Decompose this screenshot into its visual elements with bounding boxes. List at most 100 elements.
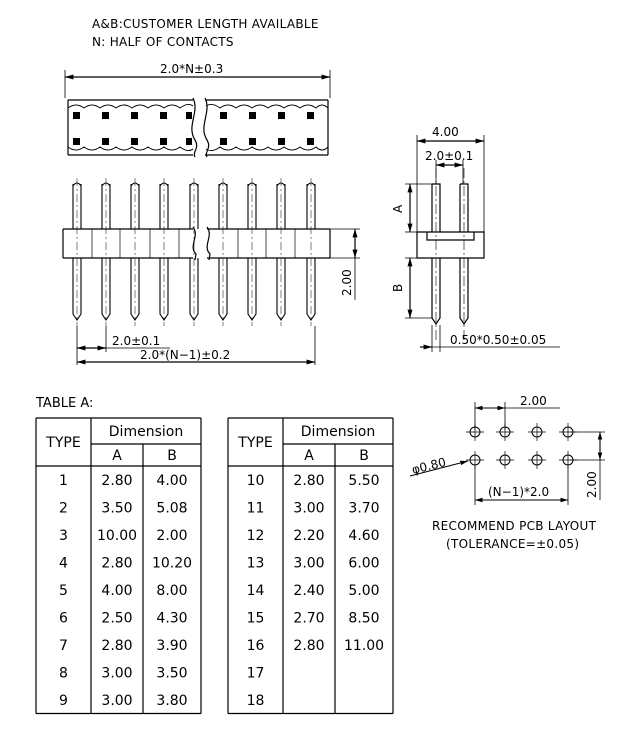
table-header-a: A (304, 448, 314, 464)
table-cell-type: 9 (59, 693, 68, 709)
table-cell-b: 6.00 (348, 555, 379, 571)
pcb-hole-diameter: φ0.80 (410, 455, 447, 477)
table-cell-type: 13 (247, 555, 265, 571)
pcb-layout-tolerance: (TOLERANCE=±0.05) (446, 537, 579, 551)
pcb-hole-crosshair (528, 451, 546, 469)
table-cell-b: 8.50 (348, 610, 379, 626)
pin-lower (101, 258, 111, 321)
table-cell-a: 2.40 (293, 583, 324, 599)
table-cell-type: 18 (247, 693, 265, 709)
pin-size-dimension: 0.50*0.50±0.05 (450, 333, 546, 347)
table-cell-a: 10.00 (97, 528, 137, 544)
table-cell-a: 2.80 (101, 638, 132, 654)
table-cell-type: 12 (247, 528, 265, 544)
pin-lower (247, 258, 257, 321)
pcb-hole-crosshair (559, 451, 577, 469)
table-cell-a: 3.00 (101, 693, 132, 709)
table-header-dimension: Dimension (109, 424, 183, 440)
table-cell-b: 3.80 (156, 693, 187, 709)
table-cell-type: 10 (247, 473, 265, 489)
table-cell-a: 2.80 (101, 473, 132, 489)
table-cell-b: 5.00 (348, 583, 379, 599)
table-cell-b: 3.50 (156, 665, 187, 681)
pcb-span-dimension: (N−1)*2.0 (488, 485, 549, 499)
table-cell-a: 2.80 (101, 555, 132, 571)
note-customer-length: A&B:CUSTOMER LENGTH AVAILABLE (92, 17, 319, 31)
pin-lower (159, 258, 169, 321)
top-view (64, 70, 331, 158)
table-header-type: TYPE (237, 435, 272, 451)
table-cell-a: 3.00 (293, 500, 324, 516)
table-header-b: B (359, 448, 369, 464)
table-header-b: B (167, 448, 177, 464)
table-header-dimension: Dimension (301, 424, 375, 440)
table-cell-b: 8.00 (156, 583, 187, 599)
pcb-holes (466, 423, 577, 469)
table-cell-b: 10.20 (152, 555, 192, 571)
pcb-pitch-y: 2.00 (585, 471, 599, 498)
table-cell-b: 2.00 (156, 528, 187, 544)
pcb-hole-crosshair (466, 423, 484, 441)
table-cell-b: 3.90 (156, 638, 187, 654)
table-cell-type: 4 (59, 555, 68, 571)
table-cell-b: 4.30 (156, 610, 187, 626)
pin-lower (276, 258, 286, 321)
table-cell-b: 3.70 (348, 500, 379, 516)
front-view (62, 226, 360, 365)
row-pitch-dimension: 2.0±0.1 (425, 149, 473, 163)
table-cell-a: 2.50 (101, 610, 132, 626)
table-title: TABLE A: (35, 396, 93, 411)
table-cell-a: 4.00 (101, 583, 132, 599)
table-cell-b: 4.60 (348, 528, 379, 544)
table-cell-b: 4.00 (156, 473, 187, 489)
table-cell-type: 1 (59, 473, 68, 489)
body-height-dimension: 2.00 (340, 269, 354, 296)
table-cell-type: 8 (59, 665, 68, 681)
table-cell-a: 2.20 (293, 528, 324, 544)
pcb-layout-title: RECOMMEND PCB LAYOUT (432, 519, 597, 533)
total-length-dimension: 2.0*(N−1)±0.2 (140, 348, 230, 362)
label-a: A (391, 204, 405, 213)
table-cell-type: 11 (247, 500, 265, 516)
table-header-type: TYPE (45, 435, 80, 451)
table-cell-type: 17 (247, 665, 265, 681)
table-cell-type: 5 (59, 583, 68, 599)
pcb-hole-crosshair (496, 451, 514, 469)
top-view-pins (73, 112, 314, 145)
table-cell-type: 3 (59, 528, 68, 544)
overall-length-dimension: 2.0*N±0.3 (160, 62, 223, 76)
table-cell-type: 6 (59, 610, 68, 626)
pin-lower (189, 258, 199, 321)
pcb-hole-crosshair (496, 423, 514, 441)
table-cell-b: 11.00 (344, 638, 384, 654)
label-b: B (391, 284, 405, 292)
note-half-contacts: N: HALF OF CONTACTS (92, 35, 234, 49)
pin-pitch-dimension: 2.0±0.1 (112, 334, 160, 348)
pin-lower (306, 258, 316, 321)
table-cell-a: 3.00 (293, 555, 324, 571)
table-cell-a: 2.70 (293, 610, 324, 626)
pin-lower (218, 258, 228, 321)
table-cell-a: 3.00 (101, 665, 132, 681)
pin-lower (130, 258, 140, 321)
table-cell-b: 5.08 (156, 500, 187, 516)
table-cell-type: 14 (247, 583, 265, 599)
front-view-pins (72, 178, 316, 326)
pcb-hole-crosshair (559, 423, 577, 441)
side-view (405, 135, 560, 352)
pin-lower (72, 258, 82, 321)
table-cell-type: 7 (59, 638, 68, 654)
table-header-a: A (112, 448, 122, 464)
table-cell-a: 3.50 (101, 500, 132, 516)
table-cell-type: 16 (247, 638, 265, 654)
table-cell-type: 15 (247, 610, 265, 626)
pcb-pitch-x: 2.00 (520, 394, 547, 408)
pcb-hole-crosshair (466, 451, 484, 469)
table-cell-a: 2.80 (293, 473, 324, 489)
table-cell-a: 2.80 (293, 638, 324, 654)
table-cell-type: 2 (59, 500, 68, 516)
pcb-hole-crosshair (528, 423, 546, 441)
